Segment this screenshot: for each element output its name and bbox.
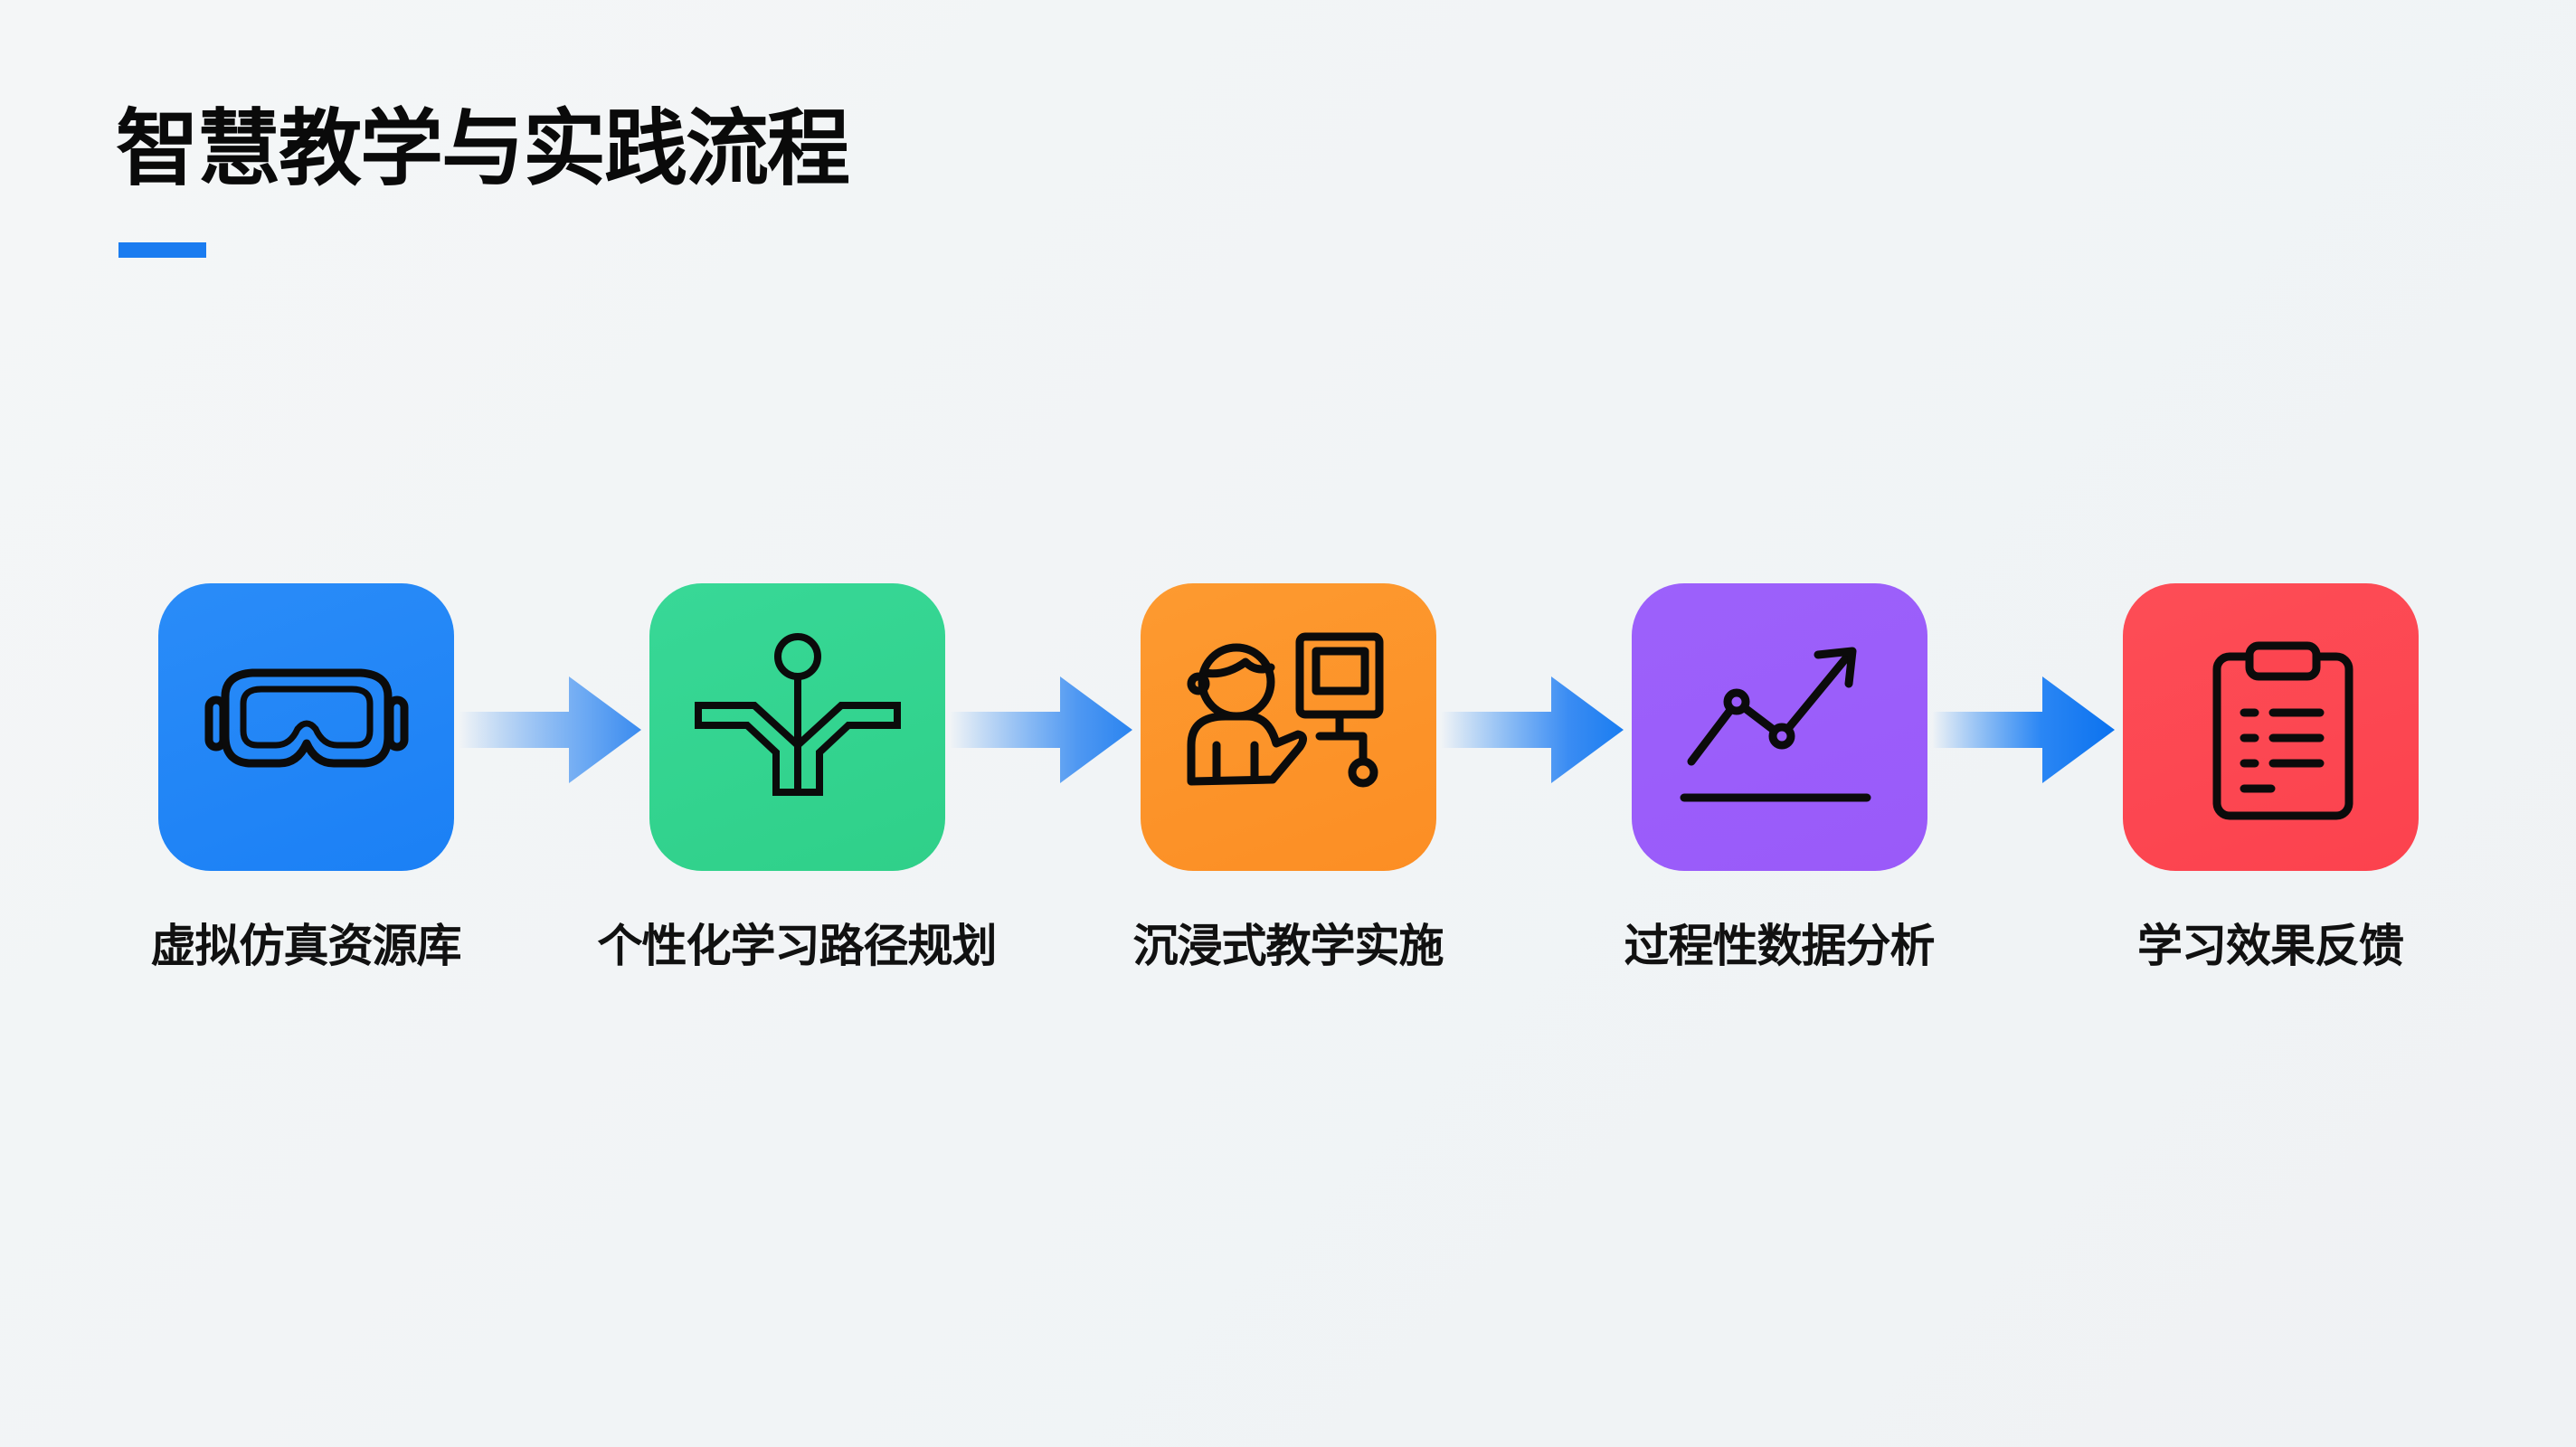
arrow-right-icon bbox=[1441, 676, 1624, 783]
title-accent-bar bbox=[118, 242, 206, 258]
teacher-screen-icon bbox=[1187, 632, 1383, 788]
branching-path-icon bbox=[694, 633, 901, 796]
vr-goggles-icon bbox=[204, 668, 408, 768]
step-label: 个性化学习路径规划 bbox=[597, 920, 998, 972]
arrow-right-icon bbox=[459, 676, 641, 783]
arrow-right-icon bbox=[950, 676, 1132, 783]
step-process-data-analysis[interactable] bbox=[1632, 583, 1927, 871]
step-label: 过程性数据分析 bbox=[1624, 920, 1936, 972]
clipboard-list-icon bbox=[2212, 641, 2353, 820]
trend-chart-icon bbox=[1680, 647, 1870, 802]
step-label: 学习效果反馈 bbox=[2137, 920, 2404, 972]
step-personalized-path[interactable] bbox=[649, 583, 945, 871]
step-label: 虚拟仿真资源库 bbox=[150, 920, 462, 972]
step-virtual-simulation[interactable] bbox=[158, 583, 454, 871]
step-learning-feedback[interactable] bbox=[2123, 583, 2419, 871]
step-immersive-teaching[interactable] bbox=[1141, 583, 1436, 871]
step-label: 沉浸式教学实施 bbox=[1132, 920, 1444, 972]
page-title: 智慧教学与实践流程 bbox=[116, 100, 850, 197]
arrow-right-icon bbox=[1932, 676, 2115, 783]
